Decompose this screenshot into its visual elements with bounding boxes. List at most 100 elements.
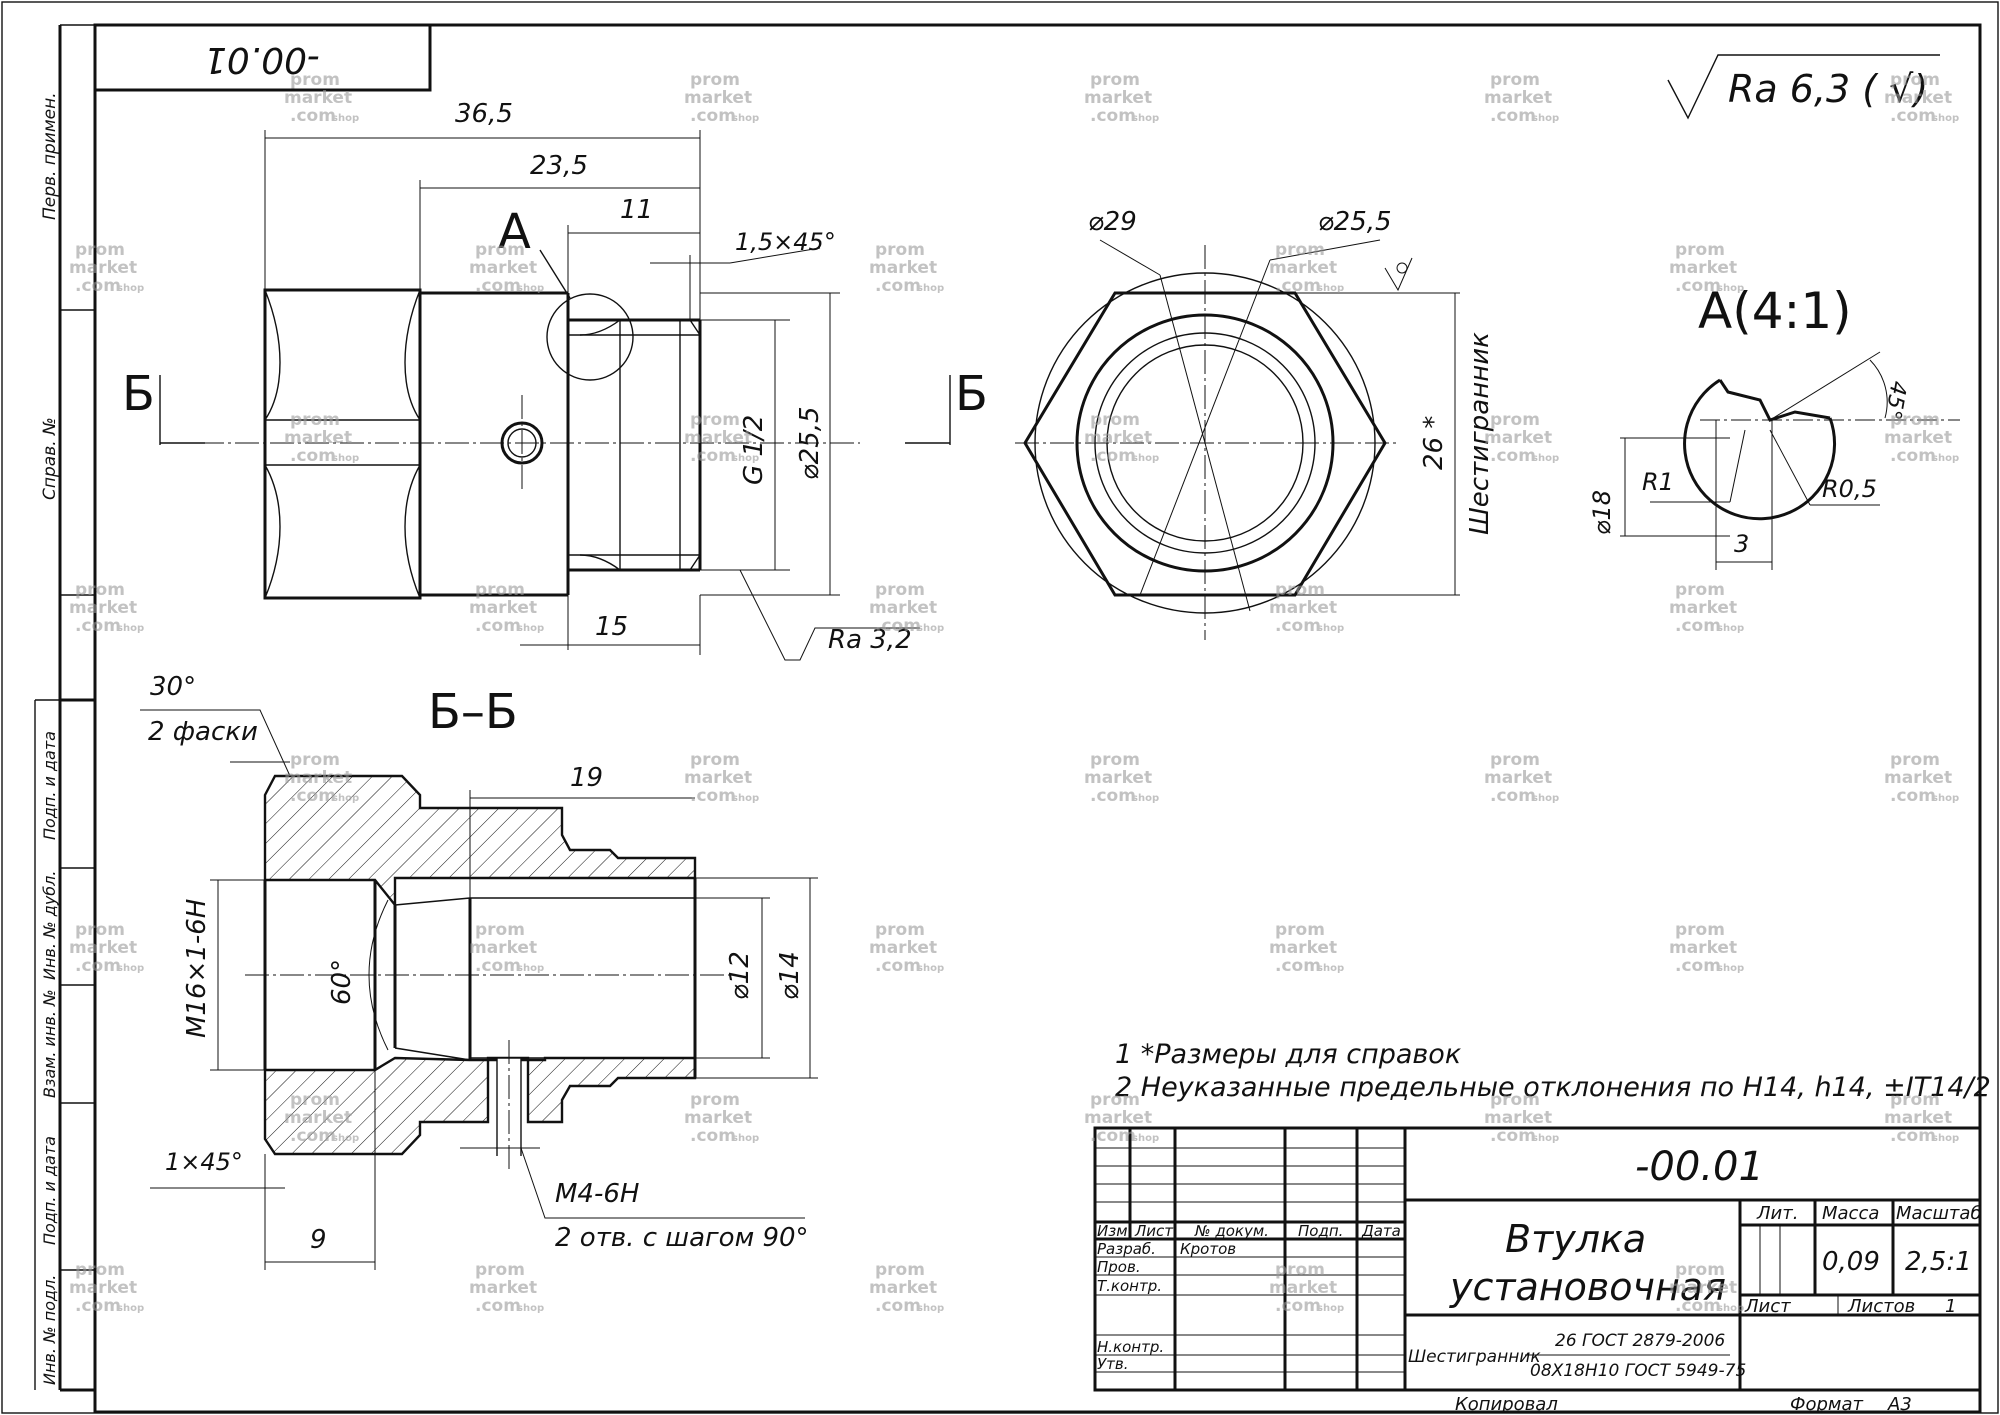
watermark-text: market bbox=[1669, 598, 1737, 618]
watermark-text: market bbox=[1669, 258, 1737, 278]
watermark-suffix: shop bbox=[517, 623, 544, 634]
watermark-suffix: shop bbox=[1532, 793, 1559, 804]
technical-notes: 1 *Размеры для справок 2 Неуказанные пре… bbox=[1115, 1039, 1991, 1103]
tb-mass-label: Масса bbox=[1822, 1203, 1879, 1224]
watermark-text: market bbox=[869, 258, 937, 278]
watermark-suffix: shop bbox=[1317, 283, 1344, 294]
front-view-dimensions: 36,5 23,5 11 1,5×45° А G 1/2 ⌀25,5 15 Ra… bbox=[122, 99, 988, 661]
section-mark-right: Б bbox=[955, 366, 988, 422]
watermark-suffix: shop bbox=[1132, 1133, 1159, 1144]
watermark-text: .com bbox=[1275, 276, 1321, 296]
tb-hdr-doc: № докум. bbox=[1194, 1222, 1269, 1240]
watermark-suffix: shop bbox=[117, 283, 144, 294]
watermark-text: market bbox=[1484, 428, 1552, 448]
section-view: Б–Б bbox=[245, 684, 735, 1170]
watermark-text: prom bbox=[475, 240, 525, 260]
watermark-text: market bbox=[284, 1108, 352, 1128]
watermark-text: prom bbox=[1490, 750, 1540, 770]
watermark-text: prom bbox=[290, 410, 340, 430]
tb-sheets-count: 1 bbox=[1945, 1296, 1956, 1317]
watermark-text: market bbox=[469, 938, 537, 958]
watermark-text: prom bbox=[75, 240, 125, 260]
watermark-text: .com bbox=[1675, 1296, 1721, 1316]
section-mark-left: Б bbox=[122, 366, 155, 422]
side-inv-podl: Инв. № подл. bbox=[40, 1275, 59, 1385]
watermark-suffix: shop bbox=[517, 1303, 544, 1314]
tb-copied: Копировал bbox=[1455, 1394, 1558, 1415]
side-podp-data-2: Подп. и дата bbox=[40, 1136, 59, 1245]
watermark-suffix: shop bbox=[1532, 1133, 1559, 1144]
watermark-text: market bbox=[469, 1278, 537, 1298]
watermark-text: market bbox=[284, 428, 352, 448]
watermark-suffix: shop bbox=[117, 963, 144, 974]
tb-mass-value: 0,09 bbox=[1822, 1247, 1880, 1277]
watermark-text: market bbox=[1084, 768, 1152, 788]
watermark-text: prom bbox=[290, 70, 340, 90]
tb-scale-value: 2,5:1 bbox=[1905, 1247, 1972, 1277]
dim-dia-25-5-front: ⌀25,5 bbox=[795, 406, 825, 480]
watermark-suffix: shop bbox=[1932, 793, 1959, 804]
watermark-suffix: shop bbox=[917, 1303, 944, 1314]
tb-sheets-label: Листов bbox=[1847, 1296, 1915, 1317]
watermark-suffix: shop bbox=[917, 963, 944, 974]
watermark-suffix: shop bbox=[1532, 113, 1559, 124]
tb-designation: -00.01 bbox=[1635, 1144, 1764, 1190]
watermark-text: .com bbox=[1490, 1126, 1536, 1146]
watermark-text: market bbox=[869, 598, 937, 618]
watermark-text: .com bbox=[1090, 1126, 1136, 1146]
watermark-text: prom bbox=[1890, 750, 1940, 770]
roughness-general-text: Ra 6,3 ( √) bbox=[1728, 67, 1928, 111]
watermark-suffix: shop bbox=[332, 1133, 359, 1144]
watermark-text: .com bbox=[75, 1296, 121, 1316]
watermark-text: prom bbox=[1090, 70, 1140, 90]
tb-role-tkontr: Т.контр. bbox=[1097, 1277, 1162, 1295]
watermark-suffix: shop bbox=[1532, 453, 1559, 464]
dim-r1: R1 bbox=[1642, 468, 1674, 496]
watermark-text: prom bbox=[1675, 580, 1725, 600]
watermark-text: market bbox=[1884, 428, 1952, 448]
watermark-text: market bbox=[69, 258, 137, 278]
watermark-text: prom bbox=[1890, 410, 1940, 430]
watermark-text: prom bbox=[875, 240, 925, 260]
watermark-text: .com bbox=[1090, 786, 1136, 806]
dim-m4: M4-6H bbox=[555, 1179, 639, 1209]
general-roughness: Ra 6,3 ( √) bbox=[1667, 54, 1940, 120]
hex-label: Шестигранник bbox=[1465, 332, 1495, 535]
watermark-text: prom bbox=[1275, 580, 1325, 600]
watermark-text: .com bbox=[75, 956, 121, 976]
watermark-text: market bbox=[1484, 88, 1552, 108]
watermark-text: .com bbox=[75, 276, 121, 296]
watermark-text: prom bbox=[690, 70, 740, 90]
watermark-text: prom bbox=[1890, 1090, 1940, 1110]
watermark-suffix: shop bbox=[117, 623, 144, 634]
watermark-text: .com bbox=[1490, 786, 1536, 806]
watermark-text: market bbox=[1084, 88, 1152, 108]
watermark-text: prom bbox=[1275, 240, 1325, 260]
watermark-text: .com bbox=[875, 276, 921, 296]
side-column-labels: Перв. примен. Справ. № Подп. и дата Инв.… bbox=[40, 92, 60, 1385]
watermark-text: market bbox=[284, 768, 352, 788]
watermark-text: .com bbox=[690, 106, 736, 126]
watermark-text: .com bbox=[1890, 106, 1936, 126]
dim-11: 11 bbox=[620, 195, 653, 225]
side-podp-data-1: Подп. и дата bbox=[40, 731, 59, 840]
watermark-suffix: shop bbox=[1932, 113, 1959, 124]
dim-thread-g12: G 1/2 bbox=[739, 415, 769, 485]
watermark-text: .com bbox=[1275, 616, 1321, 636]
note-1: 1 *Размеры для справок bbox=[1115, 1039, 1462, 1070]
watermark-text: .com bbox=[875, 956, 921, 976]
tb-hdr-data: Дата bbox=[1361, 1222, 1401, 1240]
